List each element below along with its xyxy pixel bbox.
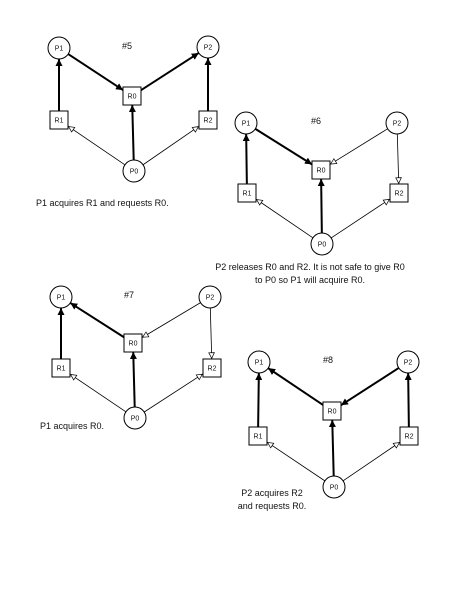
node-label-r0: R0 <box>129 341 138 348</box>
process-node-p2: P2 <box>396 350 420 374</box>
node-label-r2: R2 <box>204 118 213 125</box>
edge-r2-to-p2 <box>404 372 412 428</box>
node-label-p2: P2 <box>404 360 413 367</box>
node-label-r1: R1 <box>243 191 252 198</box>
node-label-p2: P2 <box>393 121 402 128</box>
node-label-r2: R2 <box>395 191 404 198</box>
node-label-p0: P0 <box>131 416 140 423</box>
resource-node-r0: R0 <box>122 86 142 106</box>
edge-r1-to-p1 <box>242 133 250 185</box>
diagram-caption: P2 releases R0 and R2. It is not safe to… <box>215 262 405 272</box>
edge-p0-to-r2 <box>342 441 401 482</box>
node-label-p0: P0 <box>130 169 139 176</box>
edge-p2-to-r2 <box>210 307 211 359</box>
diagram-caption: P1 acquires R0. <box>40 421 104 431</box>
process-node-p1: P1 <box>47 36 71 60</box>
edge-p1-to-r0 <box>254 127 313 166</box>
edge-p0-to-r2 <box>330 198 391 239</box>
resource-node-r2: R2 <box>202 358 222 378</box>
diagram-caption: P2 acquires R2 <box>241 488 303 498</box>
process-node-p2: P2 <box>196 35 220 59</box>
process-node-p2: P2 <box>198 285 222 309</box>
resource-node-r0: R0 <box>322 401 342 421</box>
resource-node-r2: R2 <box>399 426 419 446</box>
resource-node-r1: R1 <box>49 110 69 130</box>
resource-node-r2: R2 <box>198 110 218 130</box>
process-node-p0: P0 <box>310 232 334 256</box>
edge-p0-to-r0 <box>317 178 325 234</box>
node-label-r1: R1 <box>55 118 64 125</box>
edge-p2-to-r0 <box>329 128 388 165</box>
edge-p0-to-r1 <box>255 198 314 239</box>
resource-node-r1: R1 <box>51 358 71 378</box>
process-node-p1: P1 <box>49 285 73 309</box>
process-node-p1: P1 <box>234 111 258 135</box>
edge-p0-to-r2 <box>144 373 204 413</box>
node-label-r1: R1 <box>254 434 263 441</box>
diagram-caption: and requests R0. <box>238 501 307 511</box>
diagram-number: #7 <box>124 290 134 300</box>
node-label-p0: P0 <box>330 485 339 492</box>
edge-p2-to-r0 <box>141 302 201 338</box>
edge-r0-to-p2 <box>140 52 200 92</box>
resource-node-r0: R0 <box>123 333 143 353</box>
diagram-number: #8 <box>323 355 333 365</box>
edge-r0-to-p1 <box>267 367 324 406</box>
resource-node-r0: R0 <box>311 160 331 180</box>
edge-r1-to-p1 <box>255 372 263 428</box>
node-label-r1: R1 <box>57 366 66 373</box>
node-label-r2: R2 <box>208 366 217 373</box>
node-label-r0: R0 <box>328 409 337 416</box>
process-node-p0: P0 <box>122 159 146 183</box>
edge-p0-to-r1 <box>69 373 127 413</box>
node-label-r0: R0 <box>128 94 137 101</box>
node-label-p1: P1 <box>55 46 64 53</box>
edge-p0-to-r0 <box>328 419 336 477</box>
process-node-p0: P0 <box>322 475 346 499</box>
resource-node-r2: R2 <box>389 183 409 203</box>
edge-p0-to-r2 <box>142 125 200 166</box>
edge-p0-to-r1 <box>266 441 326 482</box>
process-node-p2: P2 <box>385 111 409 135</box>
edge-p0-to-r0 <box>129 351 137 408</box>
diagram-caption: P1 acquires R1 and requests R0. <box>36 198 169 208</box>
process-node-p0: P0 <box>123 406 147 430</box>
node-label-p0: P0 <box>318 242 327 249</box>
edge-r0-to-p1 <box>69 302 125 339</box>
edge-p1-to-r0 <box>67 53 124 91</box>
node-label-r2: R2 <box>405 434 414 441</box>
resource-node-r1: R1 <box>248 426 268 446</box>
node-label-p1: P1 <box>242 121 251 128</box>
diagram-caption: to P0 so P1 will acquire R0. <box>255 275 365 285</box>
node-label-p1: P1 <box>255 360 264 367</box>
node-label-p2: P2 <box>206 295 215 302</box>
edge-p2-to-r2 <box>397 133 398 184</box>
node-label-p1: P1 <box>57 295 66 302</box>
resource-node-r1: R1 <box>237 183 257 203</box>
edge-p0-to-r0 <box>128 104 136 161</box>
node-label-r0: R0 <box>317 168 326 175</box>
edge-p2-to-r0 <box>340 367 400 407</box>
process-node-p1: P1 <box>247 350 271 374</box>
edge-p0-to-r1 <box>67 125 126 166</box>
diagram-number: #5 <box>122 41 132 51</box>
diagram-number: #6 <box>311 116 321 126</box>
node-label-p2: P2 <box>204 45 213 52</box>
